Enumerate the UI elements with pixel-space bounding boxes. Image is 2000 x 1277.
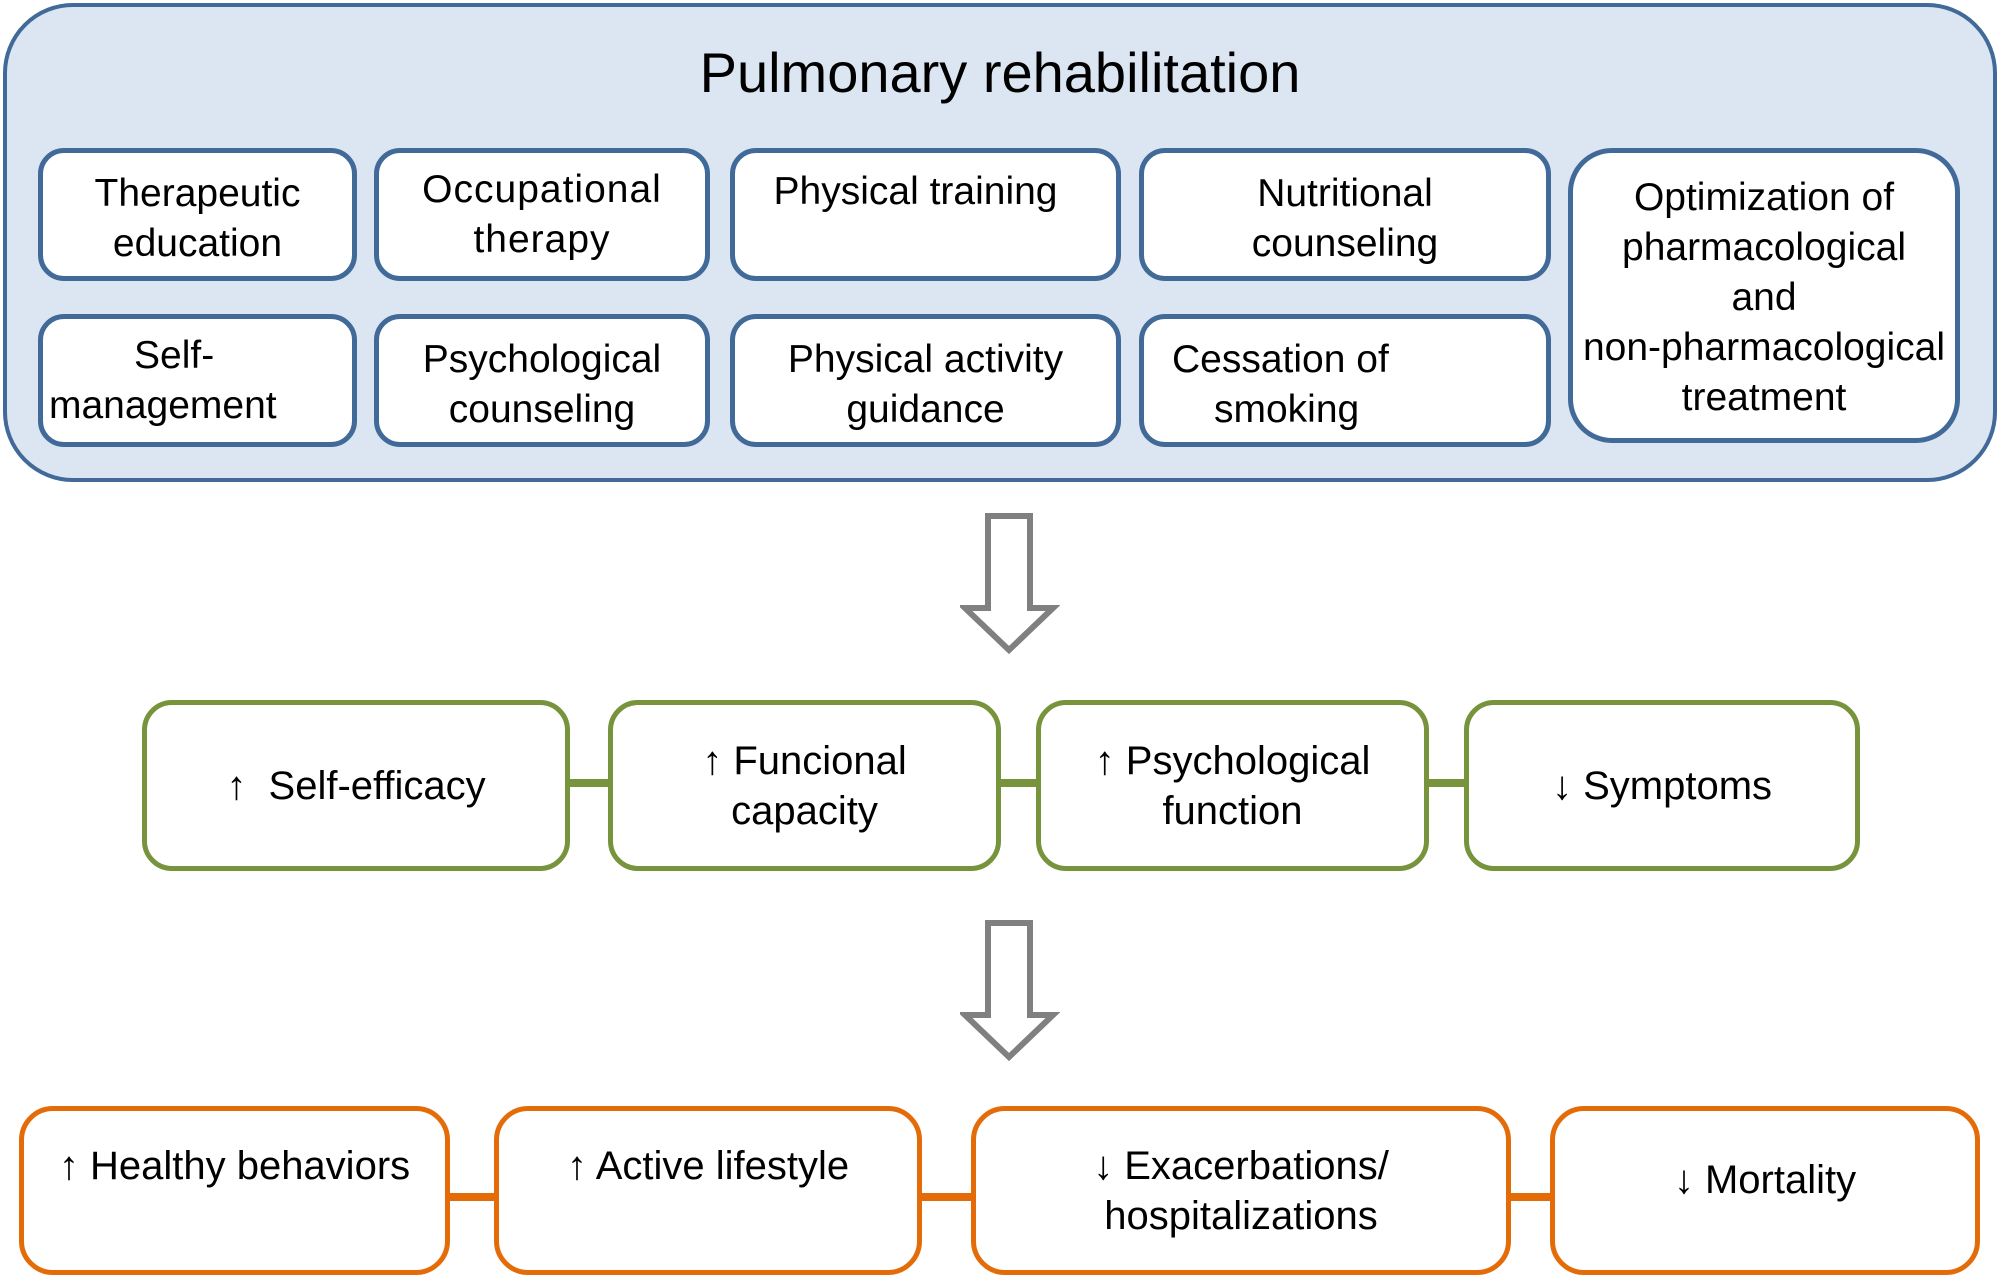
component-occupational-therapy: Occupational therapy xyxy=(374,148,710,281)
component-label-line: Optimization of xyxy=(1633,176,1895,219)
effect-symptoms: ↓ Symptoms xyxy=(1464,700,1860,871)
connector-line xyxy=(920,1193,974,1201)
connector-line xyxy=(568,779,612,787)
component-physical-training: Physical training xyxy=(730,148,1121,281)
effect-psychological-function: ↑ Psychological function xyxy=(1036,700,1429,871)
diagram-title: Pulmonary rehabilitation xyxy=(699,41,1301,104)
component-cessation-of-smoking: Cessation of smoking xyxy=(1139,314,1551,447)
component-label-line: guidance xyxy=(846,388,1005,431)
component-label-line: counseling xyxy=(1251,222,1439,265)
down-arrow-icon xyxy=(960,920,1060,1062)
effect-functional-capacity: ↑ Funcional capacity xyxy=(608,700,1001,871)
outcome-mortality: ↓ Mortality xyxy=(1550,1106,1980,1275)
connector-line xyxy=(1427,779,1467,787)
component-label-line: Cessation of xyxy=(1172,338,1389,381)
component-label-line: Occupational xyxy=(422,168,662,211)
outcome-label-line: ↓ Mortality xyxy=(1673,1157,1857,1202)
outcome-label-line: ↑ Healthy behaviors xyxy=(58,1144,411,1188)
component-therapeutic-education: Therapeutic education xyxy=(38,148,357,281)
effect-label-line: ↑ Psychological xyxy=(1094,738,1371,783)
connector-line xyxy=(999,779,1039,787)
component-physical-activity-guidance: Physical activity guidance xyxy=(730,314,1121,447)
effect-label-line: ↓ Symptoms xyxy=(1551,763,1773,808)
component-label-line: and xyxy=(1731,276,1797,319)
effect-label-line: ↑ Funcional xyxy=(702,738,907,783)
outcome-label-line: ↓ Exacerbations/ xyxy=(1093,1144,1389,1188)
outcome-label-line: hospitalizations xyxy=(1104,1194,1378,1238)
effect-label-line: function xyxy=(1162,788,1303,833)
component-nutritional-counseling: Nutritional counseling xyxy=(1139,148,1551,281)
down-arrow-icon xyxy=(960,513,1060,655)
component-label-line: management xyxy=(49,384,277,427)
component-label-line: Physical training xyxy=(773,170,1058,213)
outcome-healthy-behaviors: ↑ Healthy behaviors xyxy=(19,1106,450,1275)
outcome-active-lifestyle: ↑ Active lifestyle xyxy=(494,1106,922,1275)
effect-label-line: ↑ Self-efficacy xyxy=(226,763,486,808)
effect-label-line: capacity xyxy=(731,788,878,833)
component-label-line: Self- xyxy=(134,334,215,377)
component-label-line: Physical activity xyxy=(787,338,1064,381)
component-label-line: Nutritional xyxy=(1257,172,1433,215)
outcome-exacerbations-hospitalizations: ↓ Exacerbations/ hospitalizations xyxy=(971,1106,1511,1275)
component-label-line: smoking xyxy=(1214,388,1360,431)
component-label-line: Therapeutic xyxy=(94,172,301,215)
outcome-label-line: ↑ Active lifestyle xyxy=(566,1144,850,1188)
component-psychological-counseling: Psychological counseling xyxy=(374,314,710,447)
component-label-line: Psychological xyxy=(422,338,662,381)
connector-line xyxy=(1509,1193,1553,1201)
component-label-line: treatment xyxy=(1681,376,1847,419)
component-label-line: education xyxy=(112,222,283,265)
component-self-management: Self- management xyxy=(38,314,357,447)
effect-self-efficacy: ↑ Self-efficacy xyxy=(142,700,570,871)
component-label-line: non-pharmacological xyxy=(1582,326,1946,369)
connector-line xyxy=(448,1193,498,1201)
component-label-line: therapy xyxy=(473,218,611,261)
component-label-line: counseling xyxy=(448,388,636,431)
component-label-line: pharmacological xyxy=(1622,226,1906,269)
component-pharmacological-optimization: Optimization of pharmacological and non-… xyxy=(1568,148,1960,443)
